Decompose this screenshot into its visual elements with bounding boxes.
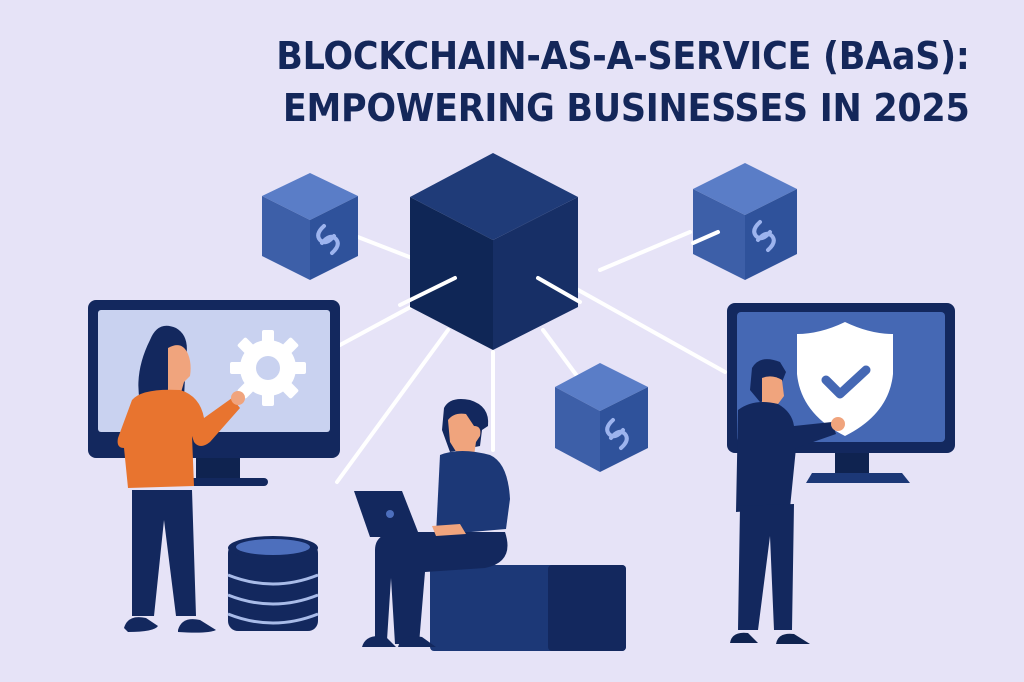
man-with-laptop xyxy=(354,399,510,647)
page-title: BLOCKCHAIN-AS-A-SERVICE (BAaS): EMPOWERI… xyxy=(276,30,971,134)
shield-check-icon xyxy=(797,322,893,436)
laptop-icon xyxy=(354,491,420,537)
title-line-2: EMPOWERING BUSINESSES IN 2025 xyxy=(283,86,971,130)
chain-link-icon xyxy=(316,224,340,255)
chain-link-icon xyxy=(752,220,776,252)
chain-link-cube-bottom-center xyxy=(555,363,648,472)
bench xyxy=(430,565,626,651)
blockchain-cube xyxy=(398,153,582,350)
chain-link-cube-top-right xyxy=(691,163,797,280)
database-stack xyxy=(227,536,319,631)
woman-at-monitor xyxy=(117,325,245,633)
chain-link-icon xyxy=(605,418,629,450)
chain-link-cube-top-left xyxy=(262,173,358,280)
title-line-1: BLOCKCHAIN-AS-A-SERVICE (BAaS): xyxy=(276,34,971,78)
right-monitor xyxy=(727,303,955,483)
network-lines xyxy=(335,230,727,484)
man-with-shield xyxy=(730,359,845,644)
